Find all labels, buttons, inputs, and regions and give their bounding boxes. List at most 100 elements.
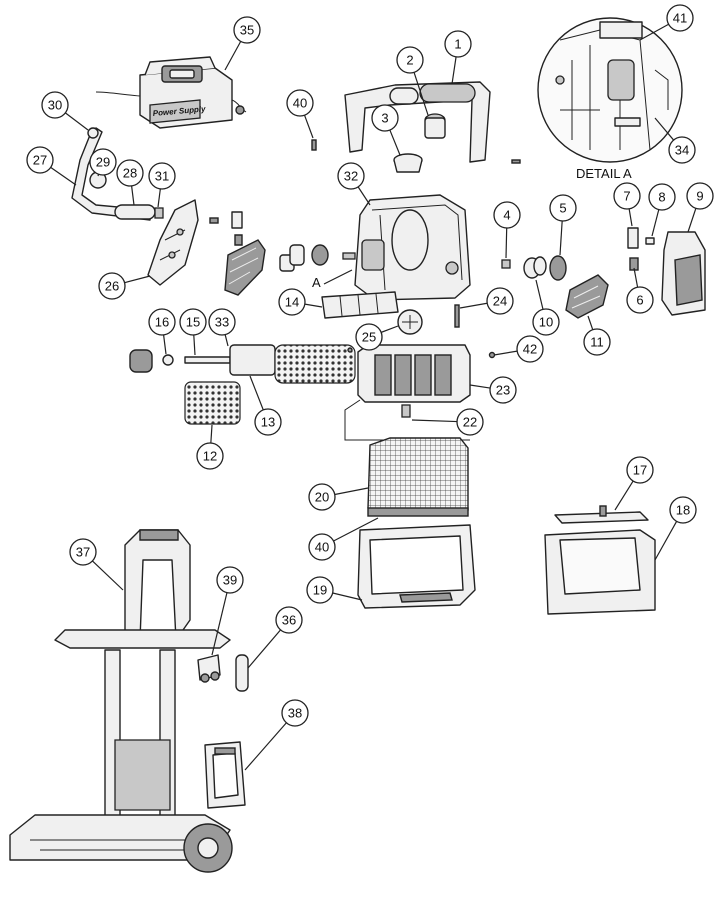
callout-circle — [216, 566, 244, 594]
callout-circle — [337, 162, 365, 190]
callout-circle — [686, 182, 714, 210]
callout-leader — [380, 325, 399, 333]
callout-leader — [587, 315, 594, 330]
callout-leader — [459, 302, 488, 309]
callout-number: 9 — [696, 189, 703, 204]
pulleys-right — [523, 255, 567, 281]
callout-leader — [224, 41, 242, 71]
clip-a — [231, 211, 243, 229]
callout-number: 16 — [155, 315, 169, 330]
callout-1: 1 — [444, 30, 472, 85]
callout-circle — [396, 46, 424, 74]
callout-4: 4 — [493, 201, 521, 259]
callout-42: 42 — [493, 335, 544, 363]
callout-number: 4 — [503, 208, 510, 223]
track-left — [224, 239, 266, 296]
side-panel-right — [661, 231, 706, 316]
callout-39: 39 — [211, 566, 244, 656]
callout-16: 16 — [148, 308, 176, 355]
callout-leader — [413, 72, 429, 116]
callout-8: 8 — [648, 183, 676, 237]
callout-leader — [469, 384, 491, 389]
callout-2: 2 — [396, 46, 429, 116]
callout-number: 20 — [315, 490, 329, 505]
callout-number: 27 — [33, 153, 47, 168]
callout-circle — [355, 323, 383, 351]
track-right — [565, 274, 609, 319]
callout-12: 12 — [196, 424, 224, 470]
callout-20: 20 — [308, 483, 369, 511]
callout-leader — [124, 275, 151, 284]
callout-29: 29 — [89, 148, 117, 177]
part-7 — [627, 227, 639, 249]
callout-leader — [687, 208, 697, 233]
part-8 — [645, 237, 655, 245]
callout-circle — [233, 16, 261, 44]
caddy — [9, 529, 233, 873]
callout-circle — [41, 91, 69, 119]
callout-38: 38 — [244, 699, 309, 771]
callout-41: 41 — [639, 4, 694, 41]
callout-number: 17 — [633, 463, 647, 478]
brush-roller — [129, 344, 356, 425]
callout-circle — [666, 4, 694, 32]
callout-number: 5 — [559, 201, 566, 216]
callout-circle — [613, 182, 641, 210]
callout-number: 30 — [48, 98, 62, 113]
callout-circle — [278, 288, 306, 316]
mesh-filter — [367, 437, 469, 517]
callout-circle — [26, 146, 54, 174]
callout-14: 14 — [278, 288, 323, 316]
callout-circle — [669, 496, 697, 524]
callout-number: 22 — [463, 415, 477, 430]
callout-number: 3 — [381, 111, 388, 126]
callout-number: 29 — [96, 155, 110, 170]
callout-35: 35 — [224, 16, 261, 71]
callout-5: 5 — [549, 194, 577, 256]
callout-leader — [451, 56, 457, 85]
callout-leader — [332, 592, 363, 601]
ref-a-leader — [323, 269, 353, 285]
callout-circle — [148, 162, 176, 190]
ref-label-a: A — [312, 275, 321, 290]
callout-40b: 40 — [308, 517, 379, 561]
callout-number: 38 — [288, 706, 302, 721]
callout-circle — [275, 606, 303, 634]
part-36 — [235, 654, 249, 692]
callout-leader — [249, 375, 264, 411]
callout-circle — [489, 376, 517, 404]
side-panel-left — [147, 199, 199, 286]
callout-circle — [532, 308, 560, 336]
callout-24: 24 — [459, 287, 514, 315]
callout-36: 36 — [247, 606, 303, 669]
callout-circle — [116, 159, 144, 187]
callout-10: 10 — [532, 279, 560, 336]
callout-leader — [224, 334, 229, 347]
callout-leader — [50, 166, 77, 186]
callout-7: 7 — [613, 182, 641, 227]
callout-9: 9 — [686, 182, 714, 233]
callout-circle — [516, 335, 544, 363]
callout-number: 40 — [315, 540, 329, 555]
callout-leader — [389, 129, 401, 156]
callout-34: 34 — [654, 117, 696, 164]
callout-number: 33 — [215, 315, 229, 330]
detail-a: DETAIL A — [537, 17, 683, 181]
callout-number: 31 — [155, 169, 169, 184]
callout-circle — [179, 308, 207, 336]
callout-number: 26 — [105, 279, 119, 294]
callout-leader — [244, 722, 287, 771]
main-body — [354, 194, 471, 301]
callout-leader — [651, 209, 660, 237]
callout-28: 28 — [116, 159, 144, 206]
callout-circle — [549, 194, 577, 222]
callout-6: 6 — [626, 267, 654, 314]
callout-3: 3 — [371, 104, 401, 156]
swivel-cable — [71, 127, 164, 221]
callout-30: 30 — [41, 91, 89, 131]
callout-leader — [247, 629, 282, 669]
callout-circle — [456, 408, 484, 436]
callout-circle — [254, 408, 282, 436]
